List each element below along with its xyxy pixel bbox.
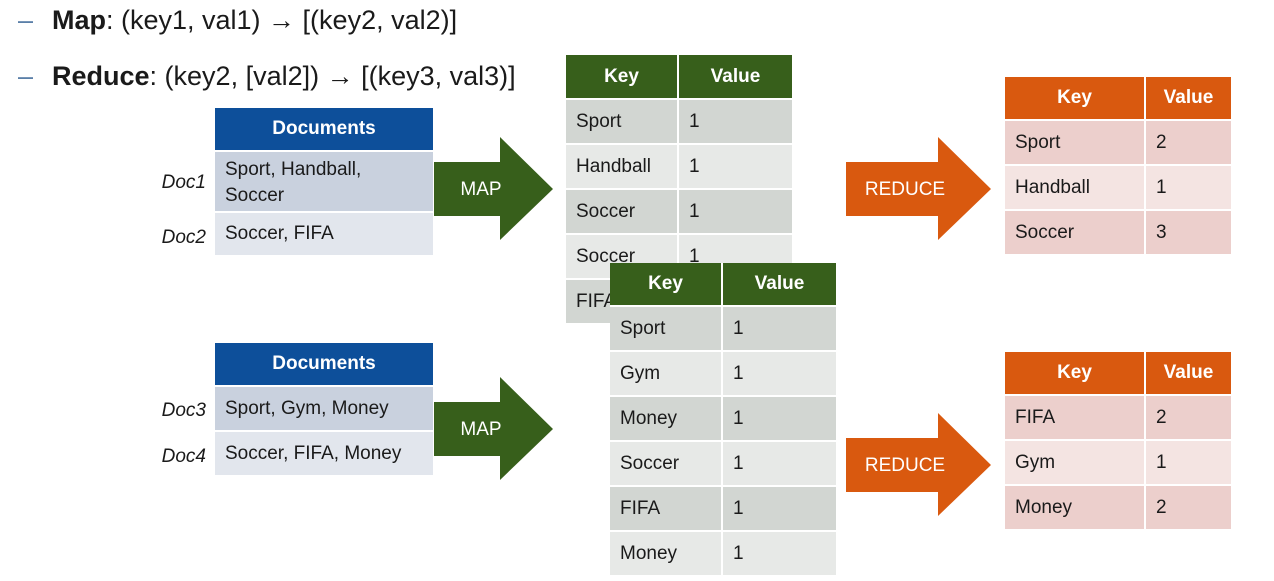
value-header: Value (1163, 87, 1214, 108)
table-row: Gym 1 (1005, 441, 1231, 486)
row-key: Soccer (610, 442, 723, 485)
table-header: Key Value (1005, 77, 1231, 121)
map-term: Map (52, 5, 106, 35)
reduce-term: Reduce (52, 61, 150, 91)
row-value: 1 (733, 407, 744, 429)
row-key: Soccer (566, 235, 679, 278)
row-value: 1 (733, 452, 744, 474)
map-arrow-2 (434, 377, 553, 480)
map-output-table-2: Key Value Sport 1 Gym 1 Money 1 Soccer 1… (610, 263, 836, 577)
row-value: 1 (733, 317, 744, 339)
map-arrow-1-label: MAP (460, 179, 502, 200)
reduce-output-table-2: Key Value FIFA 2 Gym 1 Money 2 (1005, 352, 1231, 531)
row-key: Handball (566, 145, 679, 188)
row-key: Soccer (1005, 211, 1146, 254)
table-row: Sport 1 (610, 307, 836, 352)
row-value: 1 (733, 362, 744, 384)
table-header: Key Value (1005, 352, 1231, 396)
reduce-definition: –Reduce: (key2, [val2]) → [(key3, val3)] (18, 63, 516, 90)
table-row: Soccer 1 (566, 190, 792, 235)
documents-table-1: Documents Sport, Handball, Soccer Soccer… (215, 108, 433, 255)
row-key: Handball (1005, 166, 1146, 209)
row-key: Money (610, 532, 723, 575)
row-value: 1 (689, 200, 700, 222)
reduce-arrow-2-label: REDUCE (864, 455, 946, 476)
table-row: Money 2 (1005, 486, 1231, 531)
table-row: Handball 1 (566, 145, 792, 190)
bullet-dash: – (18, 5, 34, 35)
reduce-arrow-1 (846, 137, 991, 240)
table-row: Money 1 (610, 532, 836, 577)
table-row: Soccer 1 (610, 442, 836, 487)
reduce-output-table-1: Key Value Sport 2 Handball 1 Soccer 3 (1005, 77, 1231, 256)
row-key: Gym (1005, 441, 1146, 484)
row-value: 1 (1156, 451, 1167, 473)
value-header: Value (754, 273, 805, 294)
table-row: FIFA 2 (1005, 396, 1231, 441)
table-row: Sport 2 (1005, 121, 1231, 166)
map-arrow-1 (434, 137, 553, 240)
row-value: 2 (1156, 131, 1167, 153)
doc3-label: Doc3 (161, 400, 206, 421)
row-value: 2 (1156, 406, 1167, 428)
doc2-content: Soccer, FIFA (215, 211, 433, 255)
documents-table-2: Documents Sport, Gym, Money Soccer, FIFA… (215, 343, 433, 475)
row-value: 1 (733, 497, 744, 519)
table-row: Sport 1 (566, 100, 792, 145)
value-header: Value (710, 65, 761, 87)
documents-header: Documents (215, 343, 433, 385)
row-key: FIFA (610, 487, 723, 530)
reduce-arrow-2 (846, 413, 991, 516)
map-signature: : (key1, val1) → [(key2, val2)] (106, 5, 458, 35)
row-value: 2 (1156, 496, 1167, 518)
table-row: Money 1 (610, 397, 836, 442)
doc1-label: Doc1 (161, 172, 206, 193)
doc4-content: Soccer, FIFA, Money (215, 430, 433, 475)
doc1-content: Sport, Handball, Soccer (215, 150, 433, 211)
map-arrow-2-label: MAP (460, 419, 502, 440)
row-key: Sport (1005, 121, 1146, 164)
key-header: Key (1005, 77, 1146, 119)
row-key: Gym (610, 352, 723, 395)
row-value: 1 (1156, 176, 1167, 198)
row-key: FIFA (1005, 396, 1146, 439)
reduce-arrow-1-label: REDUCE (864, 179, 946, 200)
doc4-label: Doc4 (161, 446, 206, 467)
documents-header: Documents (215, 108, 433, 150)
key-header: Key (610, 263, 723, 305)
row-value: 1 (689, 245, 700, 267)
row-key: Sport (566, 100, 679, 143)
key-header: Key (566, 55, 679, 98)
map-definition: –Map: (key1, val1) → [(key2, val2)] (18, 7, 457, 34)
row-key: Soccer (566, 190, 679, 233)
row-value: 1 (689, 155, 700, 177)
table-header: Key Value (566, 55, 792, 100)
table-row: Handball 1 (1005, 166, 1231, 211)
row-value: 1 (733, 542, 744, 564)
key-header: Key (1005, 352, 1146, 394)
row-value: 3 (1156, 221, 1167, 243)
row-key: Sport (610, 307, 723, 350)
doc2-label: Doc2 (161, 227, 206, 248)
table-header: Key Value (610, 263, 836, 307)
table-row: Gym 1 (610, 352, 836, 397)
value-header: Value (1163, 362, 1214, 383)
row-key: Money (1005, 486, 1146, 529)
table-row: Soccer 3 (1005, 211, 1231, 256)
row-value: 1 (689, 110, 700, 132)
row-key: Money (610, 397, 723, 440)
doc3-content: Sport, Gym, Money (215, 385, 433, 430)
table-row: FIFA 1 (610, 487, 836, 532)
reduce-signature: : (key2, [val2]) → [(key3, val3)] (149, 61, 516, 91)
bullet-dash: – (18, 61, 34, 91)
